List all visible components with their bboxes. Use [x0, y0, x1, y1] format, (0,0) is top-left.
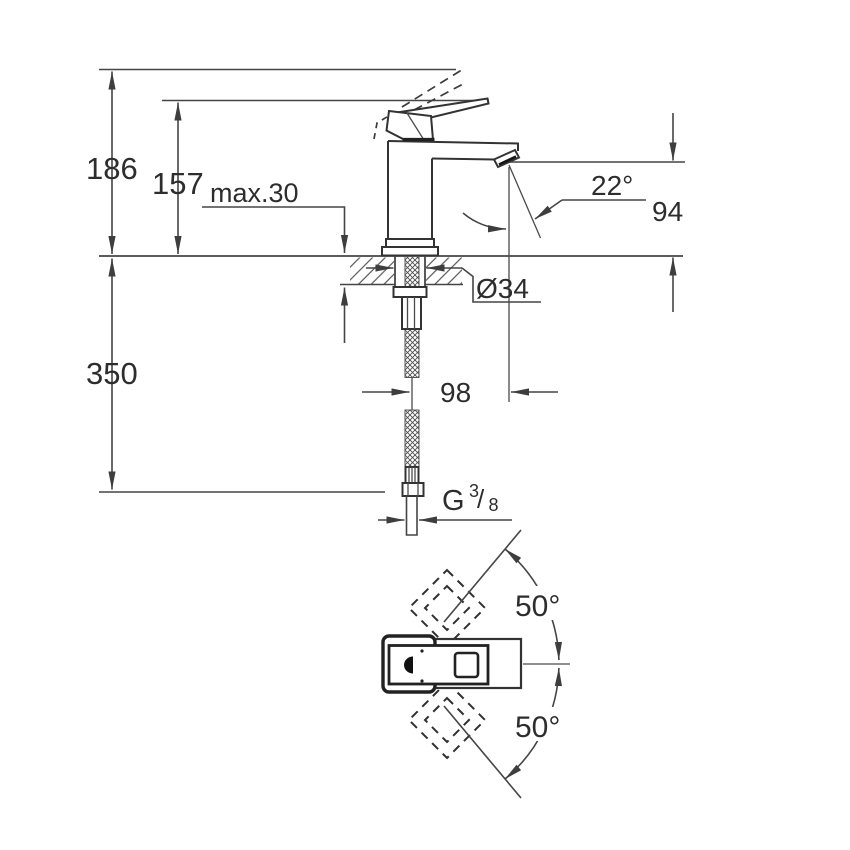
- swing-lower-label: 50°: [515, 711, 560, 744]
- mounting-nut: [401, 296, 422, 330]
- faucet-top-edge: [387, 140, 519, 151]
- base-plate-lower: [381, 246, 439, 257]
- hose-braid-lower: [404, 409, 420, 468]
- mounting-washer: [392, 286, 428, 298]
- swing-upper-label: 50°: [515, 590, 560, 623]
- thread-numerator: 3: [469, 481, 479, 501]
- spout-aerator: [492, 148, 521, 169]
- plan-cartridge-square: [453, 651, 480, 679]
- dim-below-deck-label: 350: [86, 356, 138, 391]
- dim-spout-reach-label: 98: [440, 377, 471, 408]
- raised-handle-dashed-bottom: [413, 83, 464, 111]
- handle-knuckle: [385, 109, 435, 142]
- aerator-outlet-slit: [498, 155, 517, 166]
- dim-hole-diameter-label: Ø34: [476, 273, 529, 304]
- handle-knuckle-crease: [406, 112, 424, 139]
- flow-direction-arc: [462, 212, 507, 233]
- dim-leader-deck-thickness-down: [202, 206, 349, 253]
- counter-hatch-right: [426, 257, 462, 284]
- dim-spout-height-label: 94: [652, 196, 683, 227]
- dim-leader-hole-diameter: [461, 267, 541, 303]
- thread-slash: /: [477, 484, 485, 514]
- hose-nut: [401, 482, 425, 497]
- raised-handle-dashed-arc: [373, 113, 392, 140]
- stream-angle-line: [508, 164, 542, 239]
- dim-handle-height-label: 157: [152, 166, 204, 201]
- handle-swing-lower-inner-dashed: [423, 696, 471, 744]
- top-view: 50° 50°: [381, 529, 575, 799]
- base-plate-upper: [385, 238, 435, 248]
- handle-swing-lower-outer-dashed: [407, 680, 487, 760]
- side-view: 186 157 max.30 350 Ø34 94 22° 98 G: [86, 67, 685, 536]
- connection-pipe: [405, 496, 418, 536]
- swing-limit-line-upper: [443, 529, 522, 623]
- swing-upper-label-mask: [511, 586, 575, 620]
- handle-swing-upper-inner-dashed: [423, 584, 471, 632]
- spout-underside: [431, 157, 496, 161]
- dim-leader-spout-angle: [534, 199, 563, 220]
- dim-deck-thickness-label: max.30: [210, 178, 299, 208]
- dim-spout-angle-label: 22°: [591, 170, 633, 201]
- thread-prefix: G: [442, 485, 465, 517]
- raised-handle-dashed-top: [401, 67, 465, 108]
- dim-total-height-label: 186: [86, 151, 138, 186]
- thread-denominator: 8: [489, 495, 499, 515]
- plan-dot-top: [420, 649, 424, 653]
- swing-limit-line-lower: [443, 705, 522, 799]
- dim-thread-label: G 3 / 8: [442, 481, 499, 517]
- plan-dot-bottom: [420, 679, 424, 683]
- swing-lower-label-mask: [511, 707, 575, 741]
- counter-hatch-left: [350, 257, 394, 284]
- plan-pivot-mark: [404, 656, 413, 674]
